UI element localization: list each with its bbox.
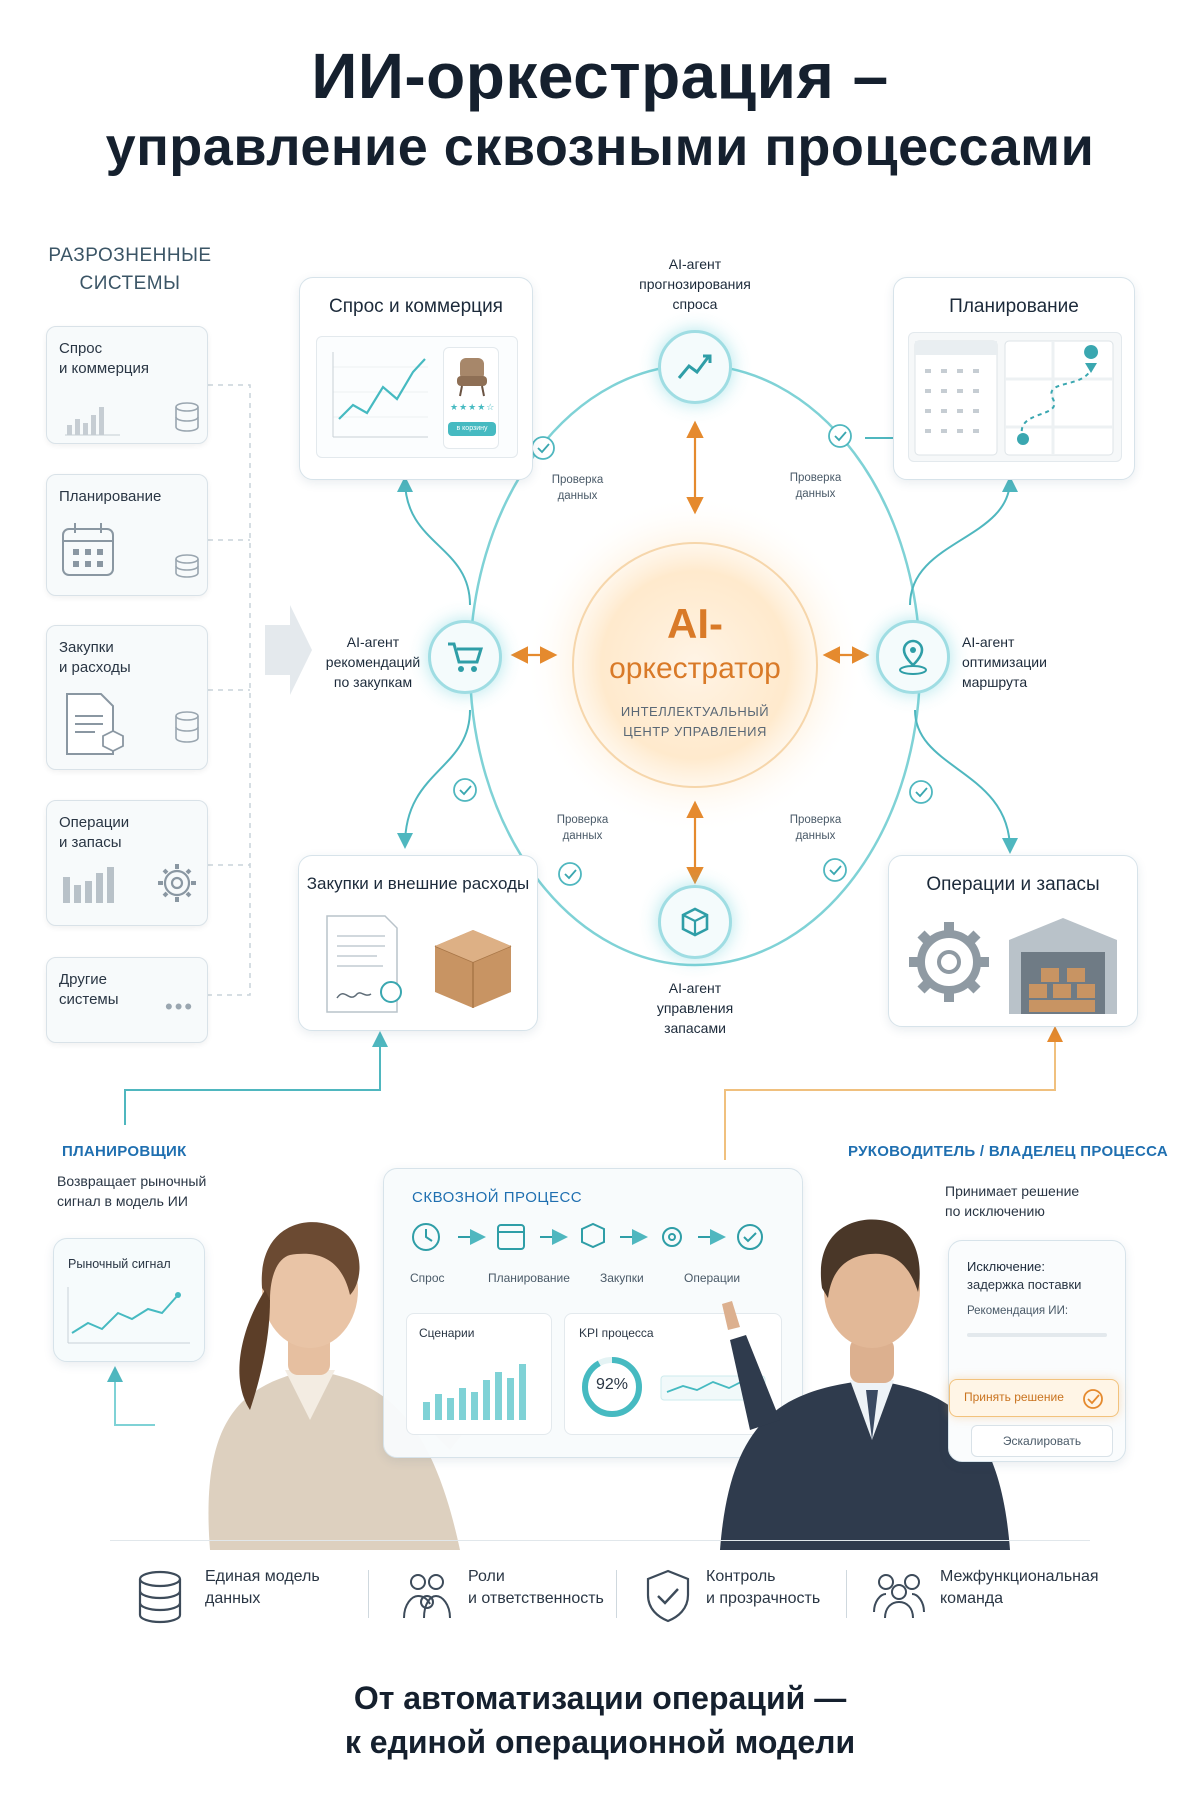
exception-detail: задержка поставки [967, 1277, 1082, 1292]
manager-role: РУКОВОДИТЕЛЬ / ВЛАДЕЛЕЦ ПРОЦЕССА [848, 1143, 1168, 1160]
left-system-label: Операции и запасы [59, 814, 130, 851]
process-step-label: Планирование [488, 1271, 570, 1285]
accept-decision-label: Принять решение [964, 1390, 1064, 1404]
big-arrow-shape [265, 605, 312, 695]
feature-label: Контроль и прозрачность [706, 1568, 821, 1607]
left-dashed-lines [208, 384, 251, 996]
add-to-cart-button[interactable]: в корзину [448, 422, 496, 436]
exception-card[interactable]: Исключение: задержка поставки Рекомендац… [948, 1240, 1126, 1462]
left-system-label: Закупки и расходы [59, 639, 131, 676]
check-label: Проверка данных [556, 814, 609, 842]
left-panel-header: РАЗРОЗНЕННЫЕ СИСТЕМЫ [48, 245, 212, 294]
center-title-line2: оркестратор [609, 652, 781, 685]
center-glow [525, 495, 865, 835]
card-procurement[interactable]: Закупки и внешние расходы [298, 855, 538, 1031]
process-step-label: Операции [684, 1271, 741, 1285]
manager-person-illustration [720, 1219, 1010, 1550]
cart-icon [448, 642, 484, 672]
footer-line2: к единой операционной модели [344, 1724, 856, 1760]
check-label: Проверка данных [789, 814, 842, 842]
agent-route-node[interactable] [876, 620, 950, 694]
scenario-bars-icon [423, 1364, 526, 1420]
bar-chart-icon [65, 402, 199, 436]
agent-route-label: AI-агент оптимизации маршрута [962, 634, 1047, 690]
scenarios-title: Сценарии [419, 1326, 475, 1340]
process-step-label: Спрос [410, 1271, 445, 1285]
agent-forecast-label: AI-агент прогнозирования спроса [639, 256, 751, 312]
market-signal-card[interactable]: Рыночный сигнал [53, 1238, 205, 1362]
footer-line1: От автоматизации операций — [353, 1680, 847, 1716]
signal-chart-icon [67, 1287, 190, 1344]
shield-check-icon [646, 1569, 690, 1623]
kpi-value: 92% [595, 1376, 629, 1393]
chair-icon [457, 358, 487, 397]
kpi-ring-arc [582, 1357, 642, 1417]
document-icon [66, 693, 199, 755]
contract-box-icon [326, 915, 512, 1013]
check-circle-icon [1083, 1389, 1103, 1409]
process-title: СКВОЗНОЙ ПРОЦЕСС [412, 1189, 583, 1206]
escalate-label: Эскалировать [1002, 1434, 1082, 1448]
planner-role: ПЛАНИРОВЩИК [62, 1143, 187, 1160]
center-title-line1: AI- [667, 600, 723, 647]
process-steps-flow [412, 1222, 763, 1251]
manager-desc: Принимает решение по исключению [945, 1183, 1080, 1219]
left-system-planning[interactable]: Планирование [46, 474, 208, 596]
card-operations[interactable]: Операции и запасы [888, 855, 1138, 1027]
card-title: Закупки и внешние расходы [306, 874, 530, 893]
card-title: Спрос и коммерция [329, 296, 503, 317]
accept-decision-button[interactable]: Принять решение [949, 1379, 1119, 1417]
left-system-label: Планирование [59, 488, 162, 505]
card-planning[interactable]: Планирование [893, 277, 1135, 480]
map-route-icon [914, 340, 1114, 456]
left-system-operations[interactable]: Операции и запасы [46, 800, 208, 926]
escalate-button[interactable]: Эскалировать [971, 1425, 1113, 1457]
check-label: Проверка данных [551, 474, 604, 502]
line-chart-icon [332, 352, 428, 438]
check-label: Проверка данных [789, 472, 842, 500]
location-pin-icon [899, 639, 927, 675]
left-system-procurement[interactable]: Закупки и расходы [46, 625, 208, 770]
agent-inventory-label: AI-агент управления запасами [656, 980, 734, 1036]
left-system-label: Спрос и коммерция [59, 340, 150, 377]
card-title: Планирование [949, 296, 1079, 317]
card-title: Операции и запасы [926, 874, 1100, 895]
left-system-other[interactable]: Другие системы ••• [46, 957, 208, 1043]
agent-inventory-node[interactable] [658, 885, 732, 959]
card-demand[interactable]: Спрос и коммерция ★★★★☆ в корзину [299, 277, 533, 480]
ai-recommendation-label: Рекомендация ИИ: [967, 1305, 1069, 1317]
center-subtitle: ИНТЕЛЛЕКТУАЛЬНЫЙ ЦЕНТР УПРАВЛЕНИЯ [620, 704, 770, 739]
page-title-line1: ИИ-оркестрация – [311, 40, 889, 112]
database-icon [138, 1570, 182, 1624]
left-system-label: Другие системы [59, 971, 119, 1008]
left-system-demand[interactable]: Спрос и коммерция [46, 326, 208, 444]
agent-purchase-label: AI-агент рекомендаций по закупкам [325, 634, 421, 690]
page-title-line2: управление сквозными процессами [105, 117, 1095, 177]
trend-up-icon [677, 354, 712, 379]
feature-label: Межфункциональная команда [940, 1568, 1099, 1607]
market-signal-title: Рыночный сигнал [68, 1257, 171, 1271]
team-icon [873, 1574, 925, 1619]
calendar-icon [62, 523, 199, 578]
more-dots-icon: ••• [165, 994, 195, 1019]
scenarios-widget[interactable]: Сценарии [406, 1313, 552, 1435]
gear-icon [63, 864, 196, 903]
planner-desc: Возвращает рыночный сигнал в модель ИИ [57, 1173, 207, 1209]
exception-title: Исключение: [967, 1259, 1046, 1274]
process-step-label: Закупки [600, 1271, 644, 1285]
box-icon [681, 907, 709, 937]
roles-icon [403, 1574, 451, 1619]
agent-forecast-node[interactable] [658, 330, 732, 404]
kpi-title: KPI процесса [579, 1326, 654, 1340]
agent-purchase-node[interactable] [428, 620, 502, 694]
kpi-ring-chart [582, 1357, 642, 1417]
feature-label: Единая модель данных [205, 1568, 320, 1607]
warehouse-gear-icon [909, 918, 1117, 1014]
rating-stars-icon: ★★★★☆ [450, 402, 496, 412]
feature-label: Роли и ответственность [468, 1568, 604, 1607]
center-ring [572, 542, 818, 788]
